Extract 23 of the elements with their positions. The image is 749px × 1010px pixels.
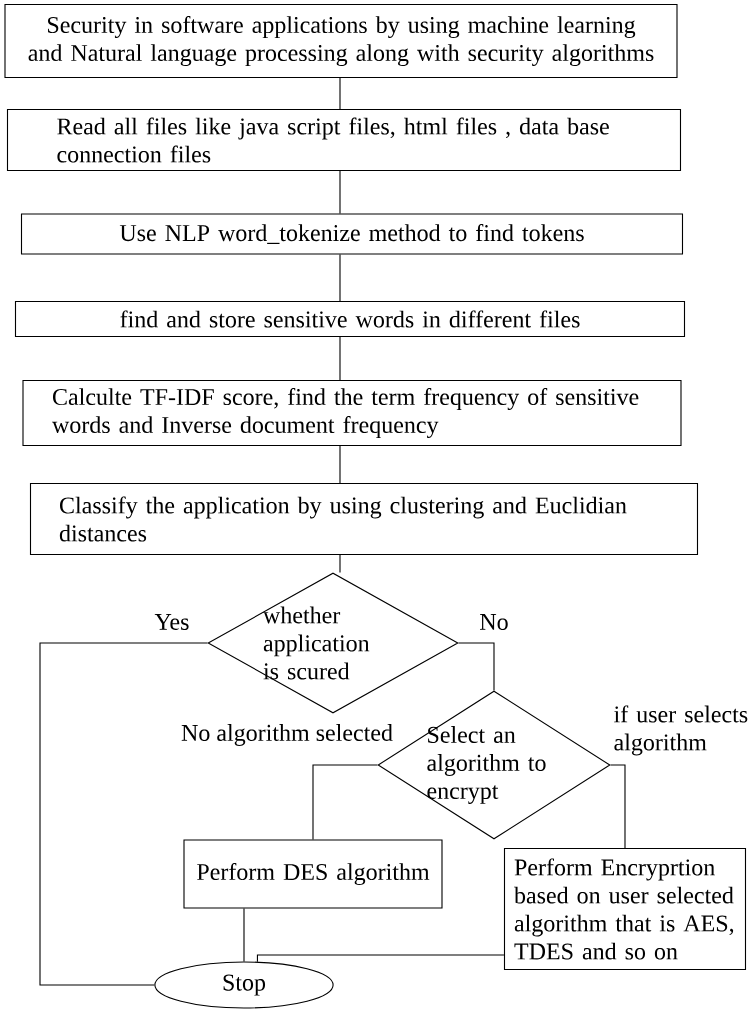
connector-line: [39, 642, 208, 986]
process-box: Perform DES algorithm: [183, 839, 443, 909]
process-box: Security in software applications by using machine learning and Natural language processing along with security algorithms: [4, 3, 678, 79]
connector-line: [243, 908, 245, 962]
process-box: Perform Encryprtion based on user selected algorithm that is AES, TDES and so on: [503, 847, 747, 971]
connector-line: [458, 642, 495, 691]
edge-label: if user selects algorithm: [612, 704, 749, 757]
edge-label: Yes: [153, 613, 191, 631]
connector-line: [610, 764, 626, 849]
connector-line: [312, 764, 378, 840]
connector-line: [256, 954, 505, 963]
connector-line: [339, 170, 341, 214]
connector-line: [339, 336, 341, 381]
process-box: Read all files like java script files, html files , data base connection files: [6, 108, 682, 172]
process-box: Use NLP word_tokenize method to find tokens: [20, 213, 684, 255]
connector-line: [339, 77, 341, 110]
connector-line: [339, 554, 341, 573]
connector-line: [339, 254, 341, 302]
process-box: find and store sensitive words in different files: [14, 300, 686, 338]
process-box: Classify the application by using clustering and Euclidian distances: [29, 482, 699, 556]
edge-label: No: [478, 613, 510, 631]
process-box: Calculte TF-IDF score, find the term frequency of sensitive words and Inverse document frequency: [22, 379, 682, 447]
connector-line: [339, 445, 341, 484]
